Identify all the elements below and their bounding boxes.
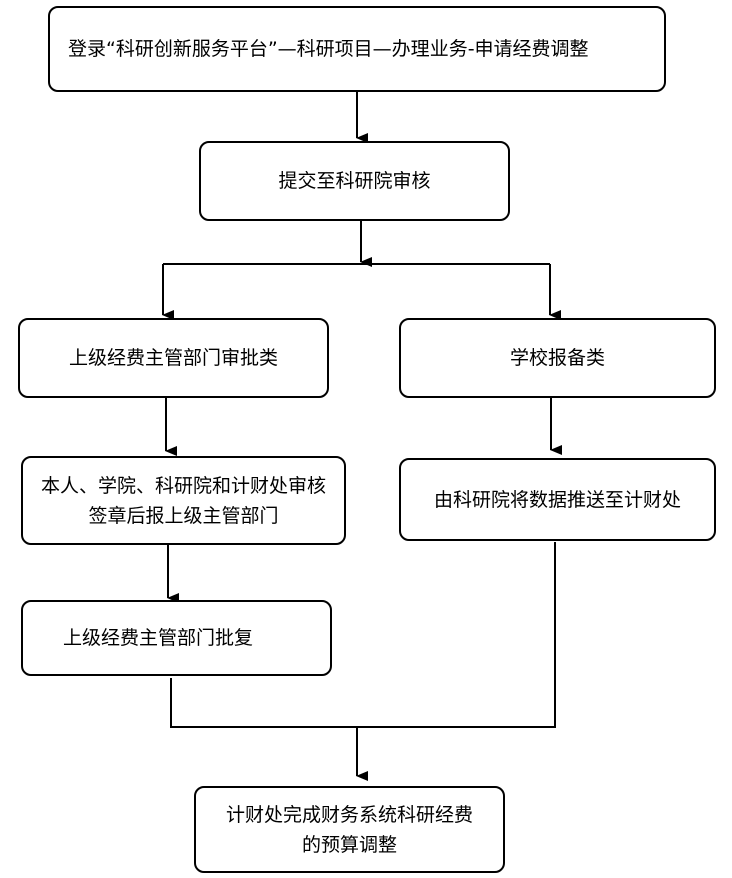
node-push-data-text: 由科研院将数据推送至计财处 (433, 488, 681, 511)
node-submit: 提交至科研院审核 (199, 141, 510, 221)
node-school-category-text: 学校报备类 (509, 347, 605, 369)
node-login-text: 登录“科研创新服务平台”—科研项目—办理业务-申请经费调整 (68, 38, 589, 60)
node-login: 登录“科研创新服务平台”—科研项目—办理业务-申请经费调整 (48, 6, 666, 92)
node-submit-text: 提交至科研院审核 (278, 170, 431, 192)
node-finance-complete-text: 计财处完成财务系统科研经费的预算调整 (226, 803, 474, 856)
node-superior-reply: 上级经费主管部门批复 (21, 600, 332, 676)
node-push-data: 由科研院将数据推送至计财处 (399, 458, 716, 541)
node-sign-and-report: 本人、学院、科研院和计财处审核签章后报上级主管部门 (21, 456, 346, 545)
node-sign-and-report-text: 本人、学院、科研院和计财处审核签章后报上级主管部门 (40, 474, 326, 527)
node-school-category: 学校报备类 (399, 318, 716, 398)
node-superior-category: 上级经费主管部门审批类 (18, 318, 329, 398)
node-superior-reply-text: 上级经费主管部门批复 (63, 627, 254, 649)
node-finance-complete: 计财处完成财务系统科研经费的预算调整 (194, 786, 505, 873)
node-superior-category-text: 上级经费主管部门审批类 (68, 347, 278, 369)
